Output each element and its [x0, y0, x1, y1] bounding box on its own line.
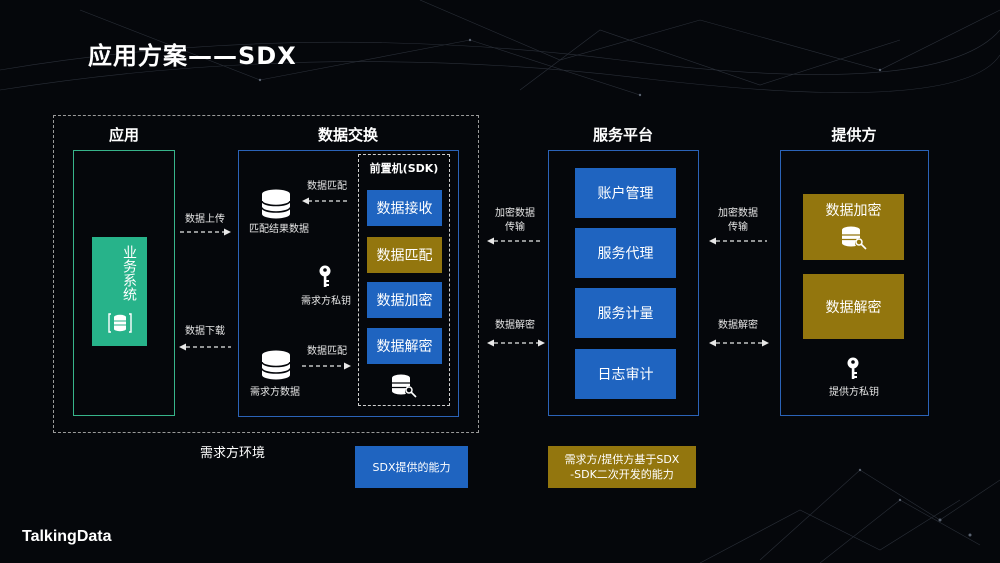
frontend-data-encrypt-button[interactable]: 数据加密 [367, 282, 442, 318]
log-audit-button[interactable]: 日志审计 [575, 349, 676, 399]
demander-key-label: 需求方私钥 [301, 296, 351, 307]
frontend-sdk-title: 前置机(SDK) [369, 162, 439, 175]
section-header-service: 服务平台 [592, 126, 653, 144]
match-result-database-icon [261, 189, 291, 219]
provider-encrypt-label: 数据加密 [825, 203, 882, 219]
business-system-box[interactable]: 业务系统 [92, 237, 147, 346]
match-bottom-arrow-label: 数据匹配 [307, 346, 347, 357]
encrypted-transfer-left-arrow [487, 237, 542, 245]
legend-sdx-capability: SDX提供的能力 [355, 446, 468, 488]
decrypt-right-arrow [709, 339, 769, 347]
provider-database-key-icon [842, 226, 867, 250]
match-top-arrow [302, 197, 350, 205]
legend-sdk-capability: 需求方/提供方基于SDX -SDK二次开发的能力 [548, 446, 696, 488]
frontend-data-receive-button[interactable]: 数据接收 [367, 190, 442, 226]
encrypted-transfer-left-label-2: 传输 [505, 222, 525, 233]
encrypted-transfer-right-label-2: 传输 [728, 222, 748, 233]
decrypt-right-arrow-label: 数据解密 [718, 320, 758, 331]
demander-environment-frame [53, 115, 479, 433]
section-header-app: 应用 [108, 126, 139, 144]
legend-sdk-line-1: 需求方/提供方基于SDX [564, 453, 680, 466]
match-top-arrow-label: 数据匹配 [307, 181, 347, 192]
download-arrow [179, 343, 231, 351]
frontend-data-decrypt-button[interactable]: 数据解密 [367, 328, 442, 364]
demander-environment-label: 需求方环境 [200, 446, 266, 461]
app-frame [73, 150, 175, 416]
upload-arrow [180, 228, 231, 236]
section-header-exchange: 数据交换 [317, 126, 378, 144]
business-system-label: 业务系统 [121, 245, 137, 301]
database-transfer-icon [108, 313, 132, 333]
demander-key-icon [319, 265, 331, 287]
demander-data-database-icon [261, 350, 291, 380]
database-key-icon [392, 374, 417, 398]
service-metering-button[interactable]: 服务计量 [575, 288, 676, 338]
provider-key-icon [847, 357, 859, 379]
account-management-button[interactable]: 账户管理 [575, 168, 676, 218]
talkingdata-logo: TalkingData [22, 528, 112, 545]
legend-sdk-line-2: -SDK二次开发的能力 [570, 468, 674, 481]
match-bottom-arrow [302, 362, 351, 370]
frontend-data-match-button[interactable]: 数据匹配 [367, 237, 442, 273]
section-header-provider: 提供方 [831, 126, 877, 144]
decrypt-left-arrow [487, 339, 545, 347]
frontend-sdk-frame [358, 154, 450, 406]
decrypt-left-arrow-label: 数据解密 [495, 320, 535, 331]
encrypted-transfer-right-label-1: 加密数据 [718, 208, 758, 219]
service-proxy-button[interactable]: 服务代理 [575, 228, 676, 278]
download-arrow-label: 数据下载 [185, 326, 225, 337]
encrypted-transfer-right-arrow [709, 237, 767, 245]
match-result-label: 匹配结果数据 [249, 224, 309, 235]
page-title: 应用方案——SDX [88, 42, 297, 70]
demander-data-label: 需求方数据 [250, 387, 300, 398]
provider-frame [780, 150, 929, 416]
upload-arrow-label: 数据上传 [185, 214, 225, 225]
provider-key-label: 提供方私钥 [829, 387, 879, 398]
provider-encrypt-box[interactable]: 数据加密 [803, 194, 904, 260]
exchange-frame [238, 150, 459, 417]
encrypted-transfer-left-label-1: 加密数据 [495, 208, 535, 219]
service-frame [548, 150, 699, 416]
provider-decrypt-button[interactable]: 数据解密 [803, 274, 904, 339]
